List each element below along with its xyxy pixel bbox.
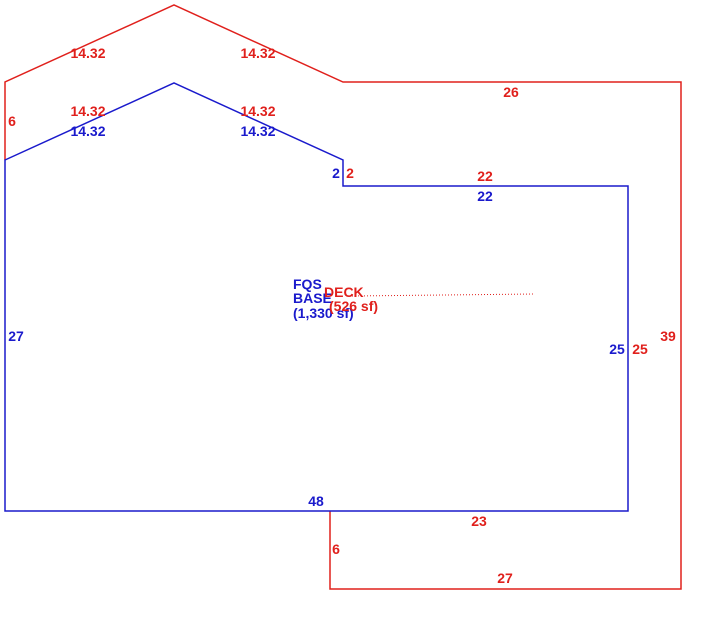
deck-area-label: (526 sf) xyxy=(329,298,378,314)
base-step-label: 2 xyxy=(332,165,340,181)
deck-inner-bottom-label: 23 xyxy=(471,513,487,529)
deck-name-label: DECK xyxy=(324,284,364,300)
base-name-line1: FQS xyxy=(293,276,322,292)
deck-step-label: 2 xyxy=(346,165,354,181)
deck-roof-left-inner-label: 14.32 xyxy=(70,103,105,119)
base-roof-left-label: 14.32 xyxy=(70,123,105,139)
deck-outline xyxy=(4,4,682,590)
deck-step-down-label: 6 xyxy=(332,541,340,557)
base-top-label: 22 xyxy=(477,188,493,204)
base-right-label: 25 xyxy=(609,341,625,357)
deck-leader-line xyxy=(351,293,536,297)
deck-roof-right-inner-label: 14.32 xyxy=(240,103,275,119)
base-area-label: (1,330 sf) xyxy=(293,305,354,321)
deck-roof-left-outer-label: 14.32 xyxy=(70,45,105,61)
deck-top-right-label: 26 xyxy=(503,84,519,100)
deck-left-wall-label: 6 xyxy=(8,113,16,129)
deck-inner-top-label: 22 xyxy=(477,168,493,184)
base-left-label: 27 xyxy=(8,328,24,344)
base-roof-right-label: 14.32 xyxy=(240,123,275,139)
deck-outer-right-label: 39 xyxy=(660,328,676,344)
deck-inner-right-label: 25 xyxy=(632,341,648,357)
base-outline xyxy=(4,82,629,512)
base-bottom-label: 48 xyxy=(308,493,324,509)
deck-outer-bottom-label: 27 xyxy=(497,570,513,586)
deck-roof-right-outer-label: 14.32 xyxy=(240,45,275,61)
base-name-line2: BASE xyxy=(293,290,332,306)
